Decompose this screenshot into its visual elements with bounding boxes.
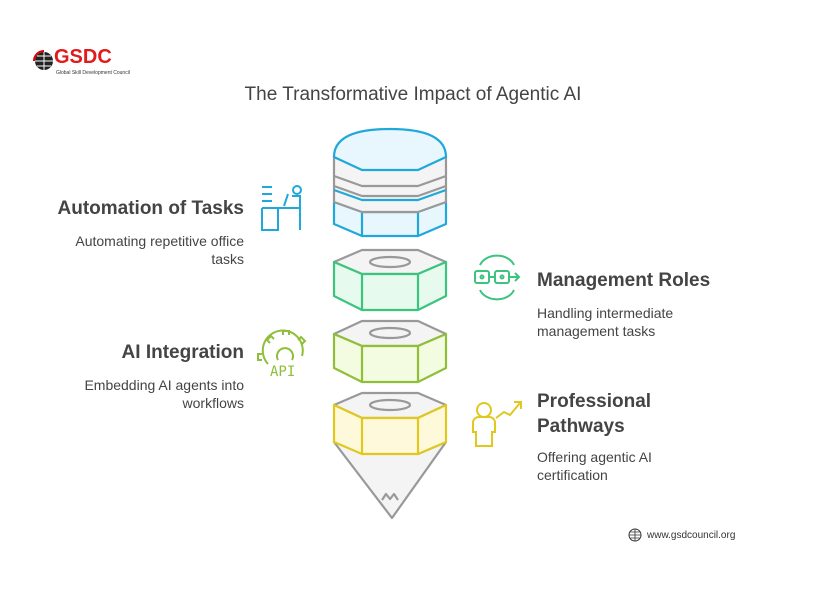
item-description-automation: Automating repetitive office tasks [75, 233, 244, 267]
logo-text: GSDC [54, 46, 112, 68]
eraser-segment [332, 127, 448, 238]
workflow-cycle-icon [474, 254, 521, 301]
item-description-management: Handling intermediate management tasks [537, 305, 674, 339]
item-heading-professional: Professional Pathways [537, 391, 652, 437]
nut-segment-green [332, 248, 448, 312]
item-heading-management: Management Roles [537, 270, 711, 291]
page-title: The Transformative Impact of Agentic AI [244, 84, 582, 105]
logo-tagline: Global Skill Development Council [56, 70, 130, 76]
footer-link[interactable]: www.gsdcouncil.org [628, 528, 735, 542]
svg-text:API: API [270, 364, 295, 380]
item-description-integration: Embedding AI agents into workflows [84, 377, 244, 411]
item-heading-integration: AI Integration [121, 342, 244, 363]
footer-url: www.gsdcouncil.org [647, 529, 736, 541]
globe-icon [628, 528, 642, 542]
gsdc-logo: GSDC Global Skill Development Council [32, 46, 132, 78]
pencil-tip-segment [332, 391, 448, 520]
person-growth-icon [472, 401, 522, 447]
gear-api-icon: API [257, 329, 307, 380]
item-heading-automation: Automation of Tasks [57, 198, 245, 219]
globe-logo-icon [33, 50, 53, 70]
office-worker-icon [261, 185, 302, 231]
item-description-professional: Offering agentic AI certification [537, 449, 652, 483]
nut-segment-olive [332, 319, 448, 384]
